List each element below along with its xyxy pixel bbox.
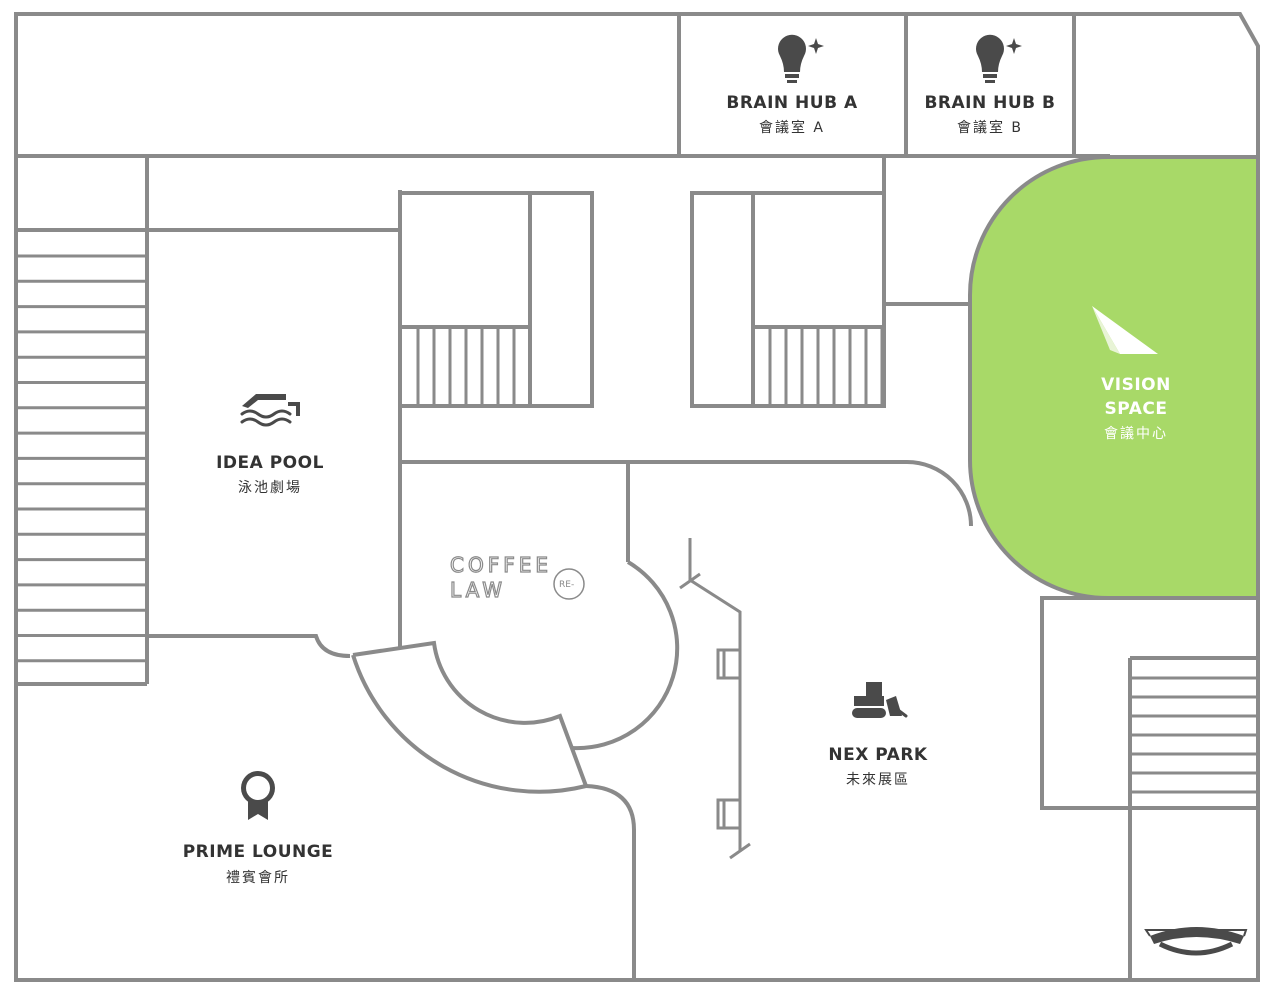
brain-hub-a-lightbulb-icon xyxy=(778,34,824,83)
idea-pool-icon xyxy=(240,394,300,427)
brain-hub-a-label[interactable]: BRAIN HUB A xyxy=(726,93,858,113)
right-stairs xyxy=(1040,596,1260,810)
turnstile-icon xyxy=(1144,927,1248,956)
prime-lounge-label-zh: 禮賓會所 xyxy=(226,869,290,886)
vision-space-area[interactable] xyxy=(968,155,1260,600)
svg-text:LAW: LAW xyxy=(450,578,506,602)
nex-park-bulldozer-icon xyxy=(852,682,908,718)
outer-wall xyxy=(14,12,1260,982)
idea-pool-label[interactable]: IDEA POOL xyxy=(216,453,324,473)
prime-lounge-award-badge-icon xyxy=(241,771,275,820)
prime-lounge-label[interactable]: PRIME LOUNGE xyxy=(183,842,334,862)
vision-space-label-1[interactable]: VISION xyxy=(1101,375,1171,395)
brain-hub-b-lightbulb-icon xyxy=(976,34,1022,83)
brain-hub-a-label-zh: 會議室 A xyxy=(759,119,825,136)
center-right-stairs xyxy=(690,191,886,408)
vision-space-label-zh: 會議中心 xyxy=(1104,425,1168,442)
idea-pool-label-zh: 泳池劇場 xyxy=(238,480,302,496)
brain-hub-b-label-zh: 會議室 B xyxy=(957,119,1023,136)
left-stairs xyxy=(16,156,149,686)
vision-space-paper-plane-icon xyxy=(1092,306,1158,354)
svg-text:COFFEE: COFFEE xyxy=(450,553,552,577)
brain-hub-b-label[interactable]: BRAIN HUB B xyxy=(924,93,1055,113)
nex-park-label-zh: 未來展區 xyxy=(846,772,910,788)
nex-park-label[interactable]: NEX PARK xyxy=(828,745,928,765)
display-rail xyxy=(679,538,751,860)
coffee-law-logo: COFFEE LAW RE- xyxy=(449,552,585,603)
center-left-stairs xyxy=(398,191,594,408)
vision-space-label-2[interactable]: SPACE xyxy=(1105,399,1168,419)
svg-text:RE-: RE- xyxy=(559,580,574,590)
